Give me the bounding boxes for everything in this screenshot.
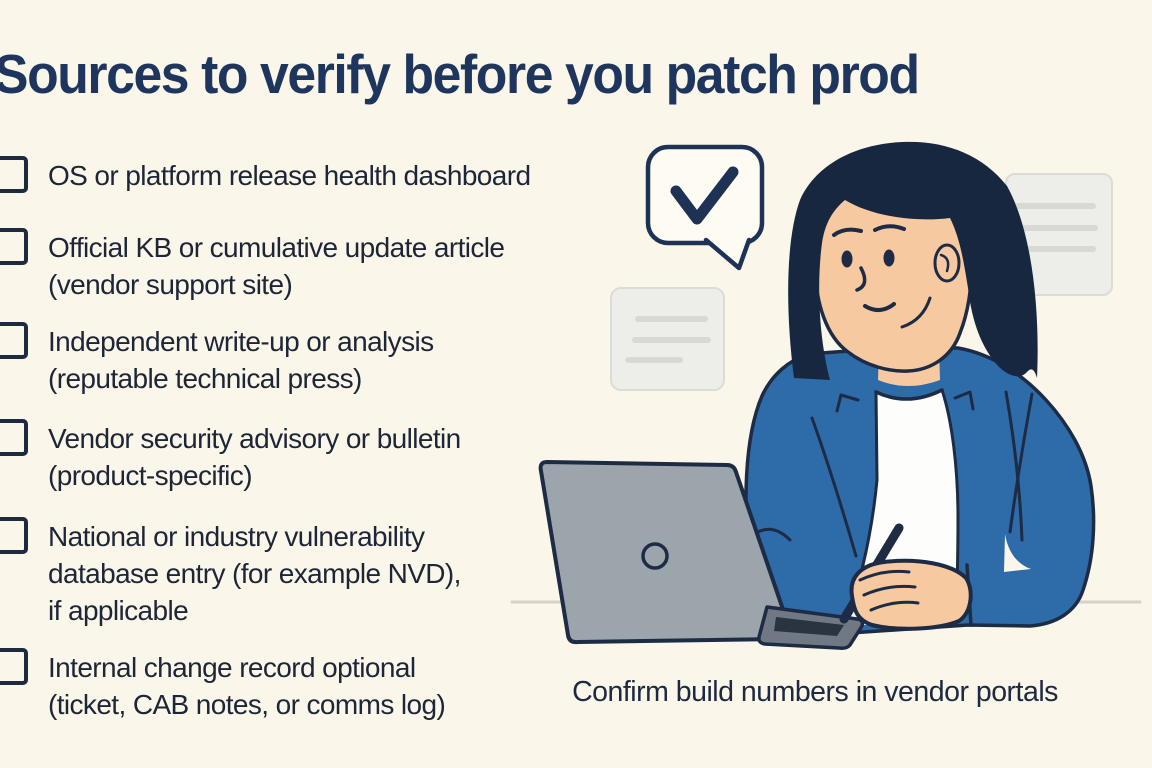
checkmark-icon bbox=[670, 166, 739, 225]
checkbox-unchecked[interactable] bbox=[0, 648, 28, 685]
eyebrow bbox=[832, 227, 863, 237]
eyebrow bbox=[873, 224, 906, 232]
checkbox-unchecked[interactable] bbox=[0, 322, 28, 359]
checklist-item: Official KB or cumulative update article… bbox=[0, 228, 560, 303]
caption: Confirm build numbers in vendor portals bbox=[572, 676, 1058, 708]
speech-bubble bbox=[645, 144, 765, 271]
eye bbox=[841, 250, 853, 268]
woman-figure bbox=[538, 141, 1096, 650]
nose bbox=[855, 266, 867, 292]
checkbox-unchecked[interactable] bbox=[0, 156, 28, 193]
checklist: OS or platform release health dashboard … bbox=[0, 0, 560, 768]
checklist-item: Internal change record optional(ticket, … bbox=[0, 648, 560, 723]
checkbox-unchecked[interactable] bbox=[0, 517, 28, 554]
checkbox-unchecked[interactable] bbox=[0, 228, 28, 265]
checkbox-unchecked[interactable] bbox=[0, 419, 28, 456]
mouth-smile bbox=[863, 302, 896, 312]
woman-at-laptop-illustration bbox=[510, 141, 1142, 650]
checklist-item-label: Official KB or cumulative update article… bbox=[48, 232, 505, 300]
checklist-item-label: Independent write-up or analysis(reputab… bbox=[48, 326, 434, 394]
hand bbox=[849, 558, 973, 631]
laptop-keyboard bbox=[774, 617, 844, 636]
hair bbox=[788, 141, 1038, 380]
page-title: Sources to verify before you patch prod bbox=[0, 43, 920, 105]
eye bbox=[883, 249, 895, 267]
laptop-logo bbox=[641, 542, 669, 570]
checklist-item-label: OS or platform release health dashboard bbox=[48, 160, 531, 191]
checklist-item: OS or platform release health dashboard bbox=[0, 156, 560, 194]
checklist-item-label: Internal change record optional(ticket, … bbox=[48, 652, 446, 720]
document-card-icon bbox=[610, 287, 725, 391]
checklist-item: Vendor security advisory or bulletin(pro… bbox=[0, 419, 560, 494]
checklist-item: Independent write-up or analysis(reputab… bbox=[0, 322, 560, 397]
checklist-item-label: Vendor security advisory or bulletin(pro… bbox=[48, 423, 461, 491]
laptop-icon bbox=[538, 460, 865, 650]
